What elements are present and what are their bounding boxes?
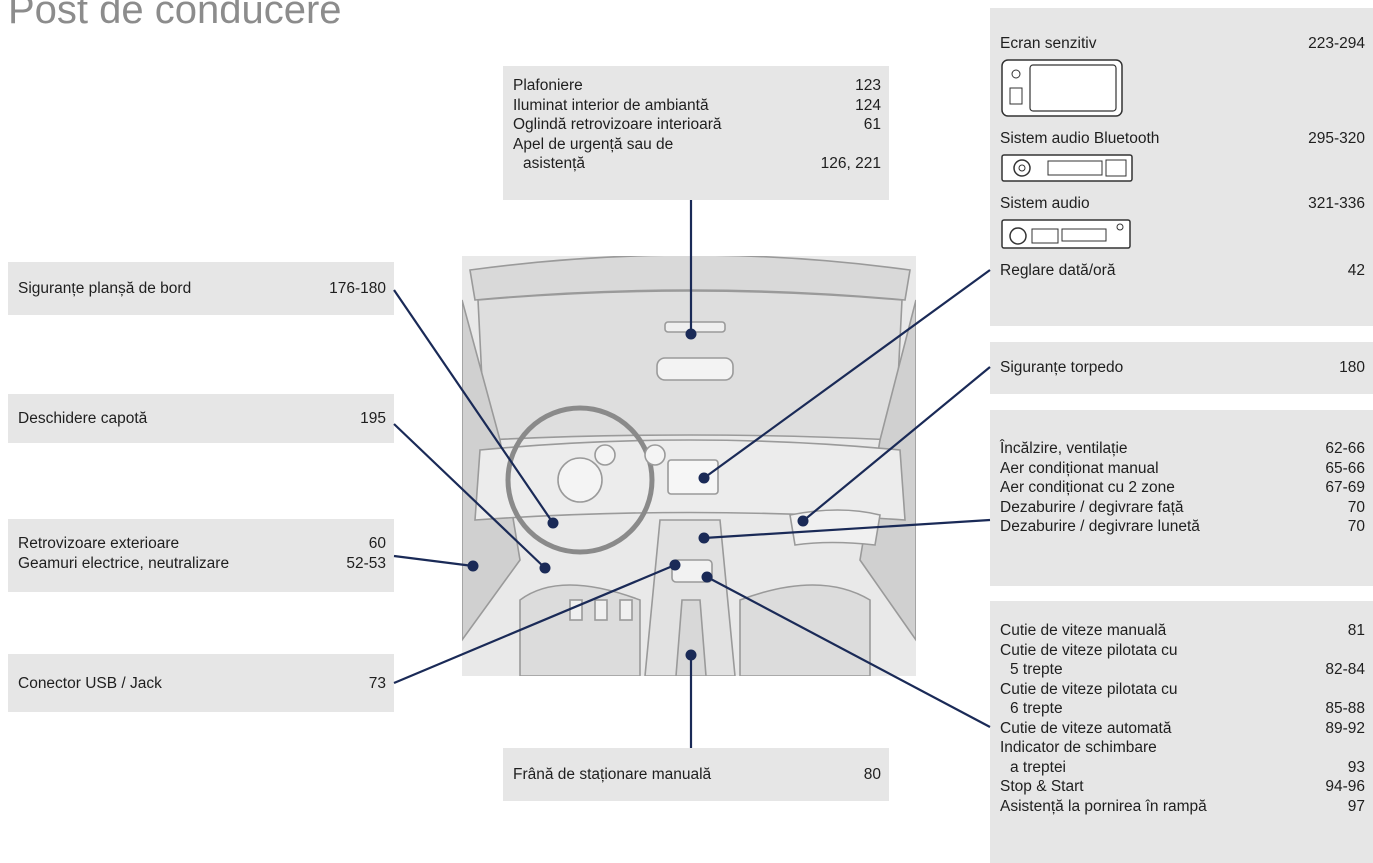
callout-dot (685, 649, 697, 661)
callout-dot (547, 517, 559, 529)
list-item: Apel de urgență sau de (513, 135, 674, 153)
callout-dot (685, 328, 697, 340)
radio-icon (1001, 218, 1131, 249)
list-item: Indicator de schimbare (1000, 739, 1157, 756)
callout-dot (797, 515, 809, 527)
callout-dot (698, 472, 710, 484)
callout-dot (467, 560, 479, 572)
callout-dot (669, 559, 681, 571)
list-item: Cutie de viteze pilotata cu (1000, 680, 1178, 698)
callout-dot (701, 571, 713, 583)
bluetooth-radio-icon (1001, 153, 1133, 182)
callout-dot (539, 562, 551, 574)
page-title: Post de conducere (8, 0, 342, 32)
callout-dot (698, 532, 710, 544)
list-item: Cutie de viteze pilotata cu (1000, 641, 1178, 659)
touchscreen-icon (1001, 58, 1123, 117)
